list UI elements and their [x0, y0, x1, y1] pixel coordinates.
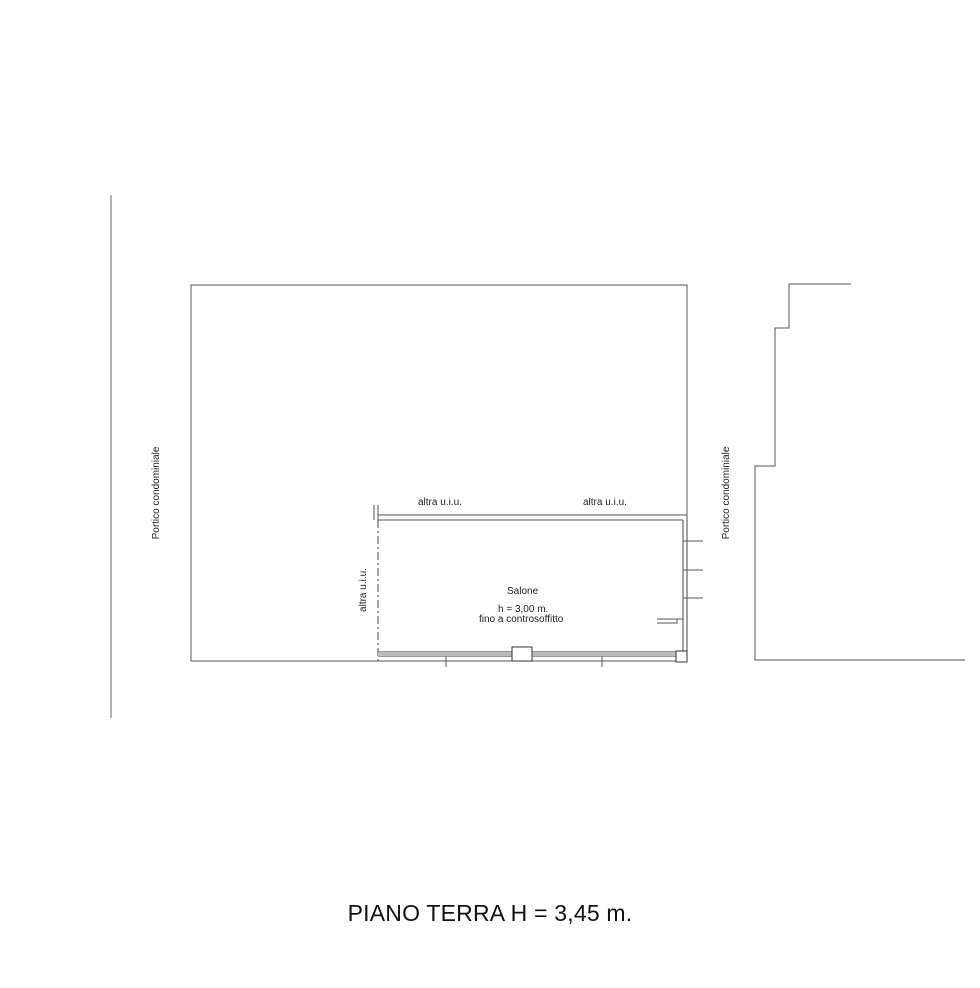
room-height-label: h = 3,00 m.: [498, 604, 549, 615]
portico-right-label: Portico condominiale: [721, 446, 732, 540]
altra-uiu-top-left-label: altra u.i.u.: [418, 497, 462, 508]
inner-ledge: [657, 618, 678, 624]
altra-uiu-left-label: altra u.i.u.: [358, 568, 369, 612]
corner-column: [675, 650, 688, 663]
entrance-door: [511, 646, 533, 662]
room-note-label: fino a controsoffitto: [479, 614, 564, 625]
altra-uiu-top-right-label: altra u.i.u.: [583, 497, 627, 508]
building-outline: [190, 284, 688, 662]
plan-title: PIANO TERRA H = 3,45 m.: [347, 900, 633, 926]
right-building-outline: [754, 283, 965, 661]
portico-left-label: Portico condominiale: [151, 446, 162, 540]
room-name-label: Salone: [507, 586, 539, 597]
